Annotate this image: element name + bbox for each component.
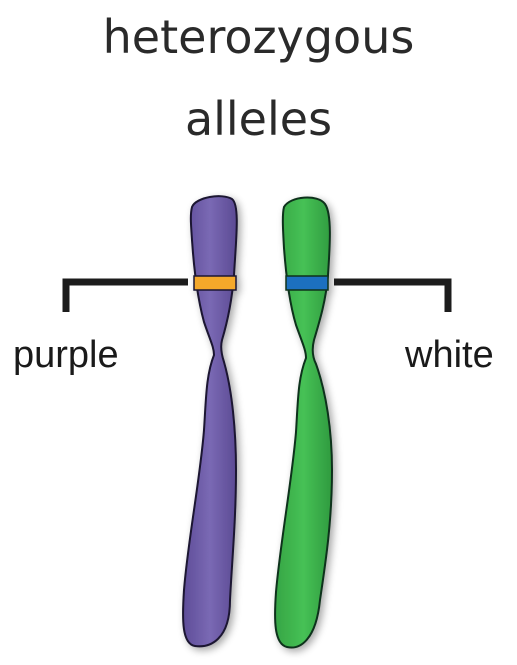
- chromosome-left: [183, 196, 237, 646]
- allele-band-purple: [194, 276, 236, 290]
- label-white-allele: white: [405, 336, 494, 374]
- allele-band-white: [286, 276, 328, 290]
- bracket-left: [66, 282, 188, 312]
- chromosome-right: [275, 198, 332, 648]
- bracket-right: [334, 282, 448, 312]
- label-purple-allele: purple: [13, 336, 119, 374]
- chromosome-left-body: [183, 196, 237, 646]
- chromosome-right-body: [275, 198, 332, 648]
